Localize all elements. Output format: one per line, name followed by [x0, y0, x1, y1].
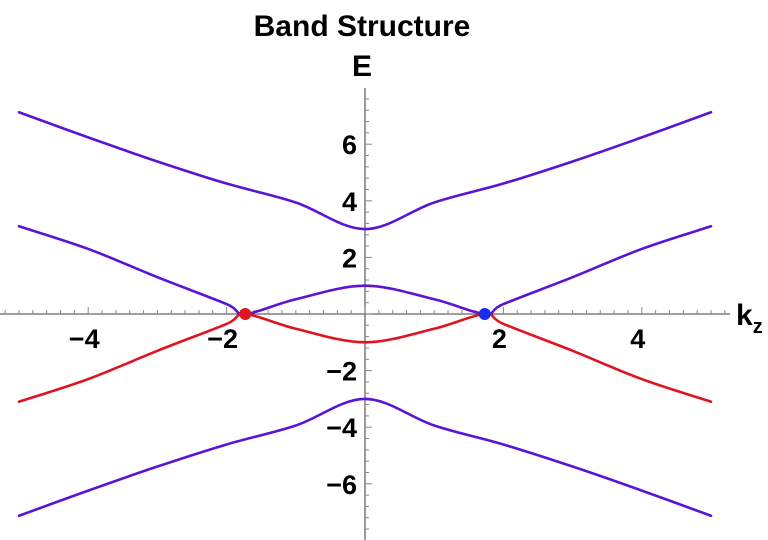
- chart-title: Band Structure: [254, 10, 471, 43]
- points-layer: [239, 308, 491, 320]
- band-line-3: [17, 312, 713, 404]
- crossing-point: [478, 308, 491, 320]
- x-tick-label: −4: [69, 324, 100, 354]
- series-layer: [17, 110, 713, 518]
- y-tick-label: −6: [326, 470, 357, 500]
- x-axis-label-main: k: [736, 299, 753, 332]
- x-tick-label: 2: [492, 324, 507, 354]
- band-line-1: [17, 110, 713, 231]
- x-tick-label: 4: [630, 324, 645, 354]
- y-ticks: −6 −4 −2 2 4 6: [326, 98, 372, 530]
- crossing-point: [239, 308, 252, 320]
- x-axis-label: kz: [736, 299, 763, 338]
- y-axis-label: E: [352, 50, 372, 83]
- x-axis-label-subscript: z: [753, 316, 763, 338]
- y-tick-label: 4: [342, 187, 357, 217]
- y-tick-label: −2: [326, 357, 357, 387]
- y-tick-label: 6: [342, 130, 357, 160]
- y-tick-label: −4: [326, 413, 357, 443]
- y-tick-label: 2: [342, 243, 357, 273]
- axes: −4 −2 2 4 −6 −4 −2 2 4 6: [0, 88, 730, 540]
- band-line-4: [17, 397, 713, 518]
- band-line-2: [17, 224, 713, 316]
